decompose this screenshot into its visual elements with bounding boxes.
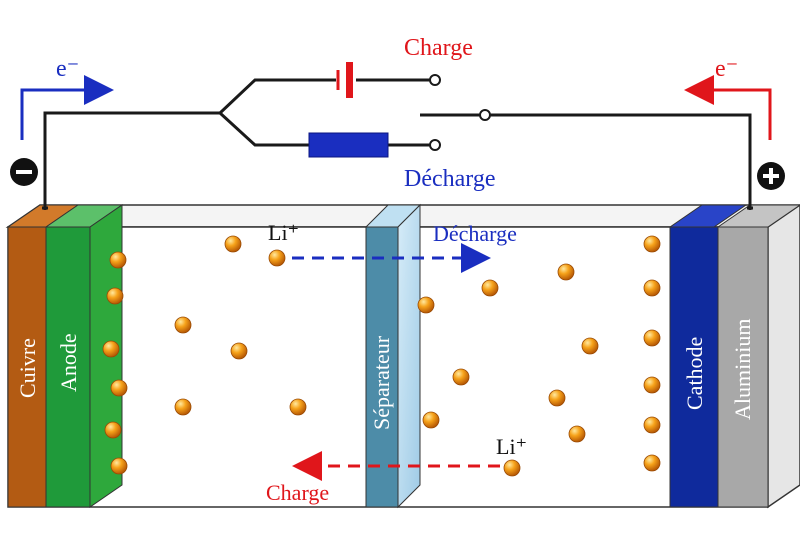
lithium-ion [481,279,499,297]
electron-arrow-right [684,75,772,140]
electron-arrow-left [20,75,114,140]
lithium-ion [102,340,120,358]
lithium-ion [289,398,307,416]
decharge-direction-label: Décharge [433,221,517,246]
separator-label: Séparateur [369,335,394,430]
lithium-ion [174,398,192,416]
aluminium-label: Aluminium [730,319,755,420]
minus-terminal-icon [10,158,38,186]
lithium-ion [268,249,286,267]
lithium-ion-label-top: Li⁺ [268,220,299,245]
lithium-ion [106,287,124,305]
lithium-ion [109,251,127,269]
lithium-ion [230,342,248,360]
lithium-ion [110,379,128,397]
lithium-ion [224,235,242,253]
lithium-ion [452,368,470,386]
lithium-ions [102,235,661,477]
electron-label-right: e⁻ [715,56,738,82]
charge-mode-label: Charge [404,35,473,61]
lithium-ion [643,329,661,347]
lithium-ion [557,263,575,281]
lithium-ion [548,389,566,407]
charger-symbol [336,62,353,98]
decharge-mode-label: Décharge [404,166,496,192]
terminal-charge [429,74,441,86]
lithium-ion [568,425,586,443]
lithium-ion [417,296,435,314]
cuivre-label: Cuivre [15,338,40,398]
plus-terminal-icon [757,162,785,190]
lithium-ion [643,235,661,253]
lithium-ion [643,376,661,394]
terminal-decharge [429,139,441,151]
anode-label: Anode [56,333,81,392]
lithium-ion [104,421,122,439]
cathode-label: Cathode [682,337,707,410]
lithium-ion [643,279,661,297]
lithium-ion [643,454,661,472]
load-resistor [308,132,389,158]
lithium-ion [503,459,521,477]
copper-collector [6,204,80,508]
external-circuit [43,78,752,210]
separator-layer [364,203,422,509]
lithium-ion [174,316,192,334]
lithium-ion [110,457,128,475]
lithium-ion [643,416,661,434]
aluminium-collector [716,204,800,508]
lithium-ion [422,411,440,429]
lithium-ion [581,337,599,355]
lithium-ion-label-bottom: Li⁺ [496,434,527,459]
electron-label-left: e⁻ [56,56,79,82]
switch-pivot [479,109,491,121]
charge-direction-label: Charge [266,480,329,505]
